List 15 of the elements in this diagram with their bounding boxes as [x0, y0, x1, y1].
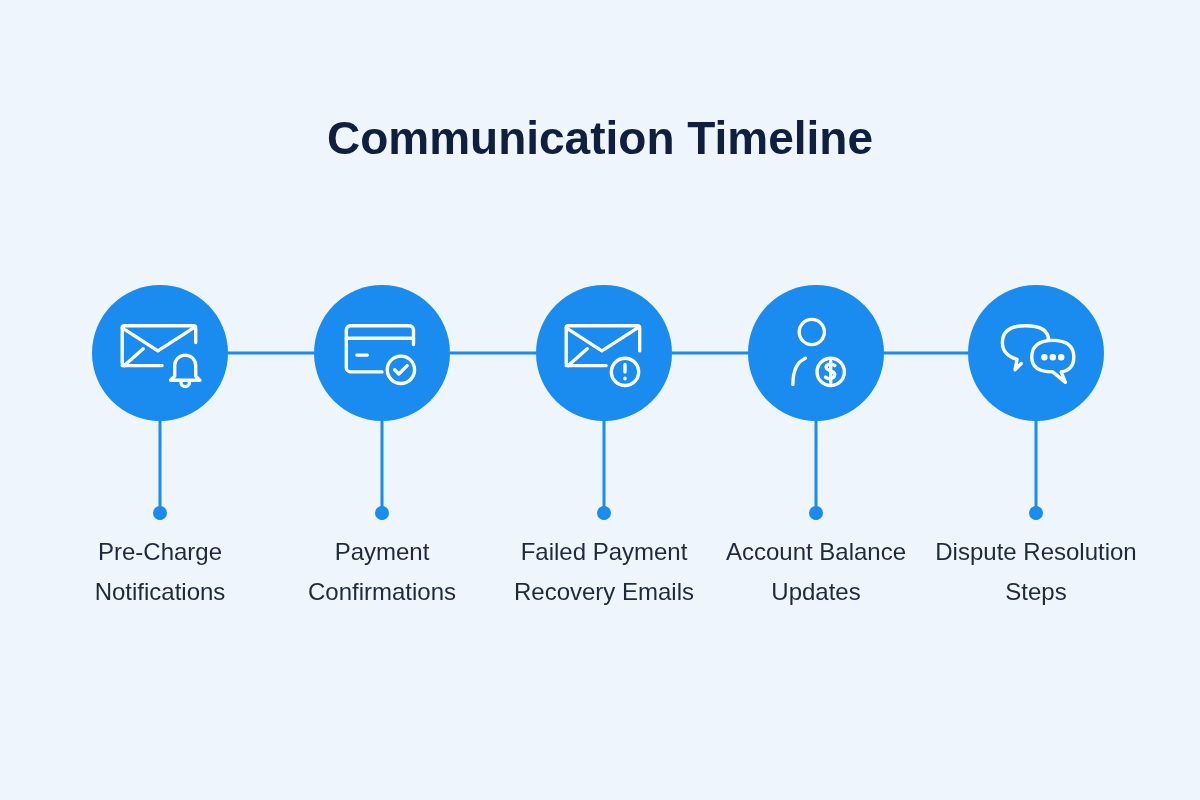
leader-line [809, 421, 823, 520]
connector-line [228, 351, 314, 355]
connector-line [672, 351, 748, 355]
step-label: Account Balance Updates [711, 520, 921, 660]
step-label: Failed Payment Recovery Emails [499, 520, 709, 660]
step-label: Pre-Charge Notifications [55, 520, 265, 660]
connector-line [884, 351, 968, 355]
step-label: Payment Confirmations [277, 520, 487, 660]
connector-line [450, 351, 536, 355]
leader-line [375, 421, 389, 520]
leader-line [1029, 421, 1043, 520]
title: Communication Timeline [326, 111, 874, 166]
leader-line [597, 421, 611, 520]
leader-line [153, 421, 167, 520]
step-label: Dispute Resolution Steps [931, 520, 1141, 660]
